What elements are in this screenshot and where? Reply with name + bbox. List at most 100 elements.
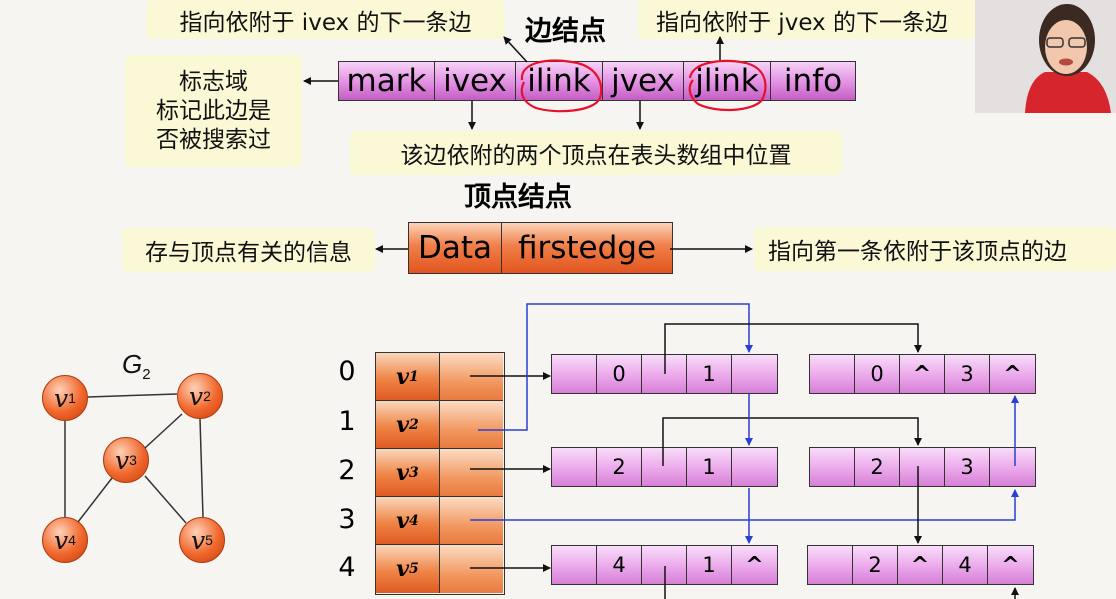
edge-v3-v4-jvex: 3 xyxy=(945,448,990,486)
graph-node-v5-letter: v xyxy=(191,525,206,555)
graph-node-v1-letter: v xyxy=(54,383,69,413)
edge-v1-v2-ilink xyxy=(642,355,687,393)
head-v3-sub: 3 xyxy=(409,464,419,481)
presenter-webcam xyxy=(975,0,1116,113)
edge-v3-v4-ivex: 2 xyxy=(855,448,900,486)
edge-v5-v2-mark xyxy=(552,546,597,584)
index-4: 4 xyxy=(338,552,356,583)
graph-edge-v2-v5 xyxy=(199,418,204,518)
edge-v3-v5-ilink: ^ xyxy=(898,546,943,584)
index-1: 1 xyxy=(338,406,356,437)
graph-label-sub: 2 xyxy=(142,366,151,384)
edge-v1-v4-jlink: ^ xyxy=(1003,361,1022,387)
edge-v1-v4-ivex: 0 xyxy=(855,355,900,393)
edge-v1-v4: 0 ^ 3 ^ xyxy=(809,354,1036,394)
edge-v5-v2: 4 1 ^ xyxy=(551,545,778,585)
edge-v3-v4-ilink xyxy=(900,448,945,486)
head-v5-sub: 5 xyxy=(409,561,419,577)
edge-v1-v4-jvex: 3 xyxy=(945,355,990,393)
field-data: Data xyxy=(409,223,502,273)
field-firstedge: firstedge xyxy=(517,230,657,266)
note-mark-line2: 标记此边是 xyxy=(156,97,271,124)
edge-v1-v4-mark xyxy=(810,355,855,393)
head-v2-letter: v xyxy=(396,411,410,438)
field-ilink: ilink xyxy=(516,62,603,100)
link-e1-ilink xyxy=(664,323,922,374)
note-jlink-text: 指向依附于 jvex 的下一条边 xyxy=(656,9,948,36)
head-v5-letter: v xyxy=(396,556,410,582)
head-v1-letter: v xyxy=(396,363,410,390)
graph-label: G2 xyxy=(122,349,151,383)
note-data-text: 存与顶点有关的信息 xyxy=(145,240,352,266)
note-vex-position: 该边依附的两个顶点在表头数组中位置 xyxy=(350,131,842,175)
graph-label-name: G xyxy=(122,349,143,379)
head-v4-sub: 4 xyxy=(409,512,419,529)
edge-v3-v2-mark xyxy=(552,448,597,486)
edge-v3-v5: 2 ^ 4 ^ xyxy=(807,545,1034,585)
note-firstedge: 指向第一条依附于该顶点的边 xyxy=(754,227,1116,271)
note-ilink: 指向依附于 ivex 的下一条边 xyxy=(146,0,505,39)
note-mark-line3: 否被搜索过 xyxy=(156,126,271,153)
graph-node-v5-sub: 5 xyxy=(205,532,213,548)
field-jvex: jvex xyxy=(603,62,684,100)
index-2: 2 xyxy=(338,455,356,486)
note-firstedge-text: 指向第一条依附于该顶点的边 xyxy=(768,239,1067,265)
edge-v3-v4: 2 3 xyxy=(809,447,1036,487)
edge-v1-v2-ivex: 0 xyxy=(597,355,642,393)
edge-v3-v5-jvex: 4 xyxy=(943,546,988,584)
graph-node-v3-sub: 3 xyxy=(129,452,137,468)
graph-edge-v3-v5 xyxy=(144,475,187,524)
head-v1-sub: 1 xyxy=(409,368,419,385)
index-3: 3 xyxy=(338,504,356,535)
note-mark-line1: 标志域 xyxy=(179,68,248,95)
graph-node-v4-sub: 4 xyxy=(68,532,76,548)
graph-node-v1-sub: 1 xyxy=(68,390,76,406)
edge-v3-v2-ivex: 2 xyxy=(597,448,642,486)
edge-v3-v5-mark xyxy=(808,546,853,584)
head-cell-first-4 xyxy=(440,545,503,593)
edge-v5-v2-ivex: 4 xyxy=(597,546,642,584)
edge-v1-v2-mark xyxy=(552,355,597,393)
graph-edge-v3-v2 xyxy=(144,413,183,449)
red-circle-jlink xyxy=(688,59,767,112)
index-0: 0 xyxy=(338,356,356,387)
edge-v5-v2-jlink: ^ xyxy=(745,552,764,578)
edge-v3-v4-mark xyxy=(810,448,855,486)
head-cell-first-1 xyxy=(440,401,503,448)
note-jlink: 指向依附于 jvex 的下一条边 xyxy=(638,0,976,39)
graph-node-v4-letter: v xyxy=(54,525,69,555)
field-info: info xyxy=(783,63,843,99)
edge-v3-v2-jvex: 1 xyxy=(687,448,732,486)
edge-node-structure: mark ivex ilink jvex jlink info xyxy=(338,61,856,101)
note-data: 存与顶点有关的信息 xyxy=(122,228,375,272)
head-v4-letter: v xyxy=(396,507,410,534)
edge-v3-v5-ivex: 2 xyxy=(853,546,898,584)
edge-v3-v2-ilink xyxy=(642,448,687,486)
graph-edge-v3-v4 xyxy=(77,477,113,523)
ptr-v2-first xyxy=(478,303,753,431)
edge-v5-v2-ilink xyxy=(642,546,687,584)
graph-edge-v1-v2 xyxy=(87,393,178,398)
vertex-node-structure: Data firstedge xyxy=(408,222,673,274)
field-jlink: jlink xyxy=(684,62,771,100)
presenter-silhouette xyxy=(975,0,1116,113)
head-cell-first-2 xyxy=(440,449,503,496)
graph-node-v2-sub: 2 xyxy=(203,388,211,404)
edge-v3-v5-jlink: ^ xyxy=(1001,552,1020,578)
arrow-to-ilink-note xyxy=(503,36,528,63)
field-mark: mark xyxy=(339,62,435,100)
